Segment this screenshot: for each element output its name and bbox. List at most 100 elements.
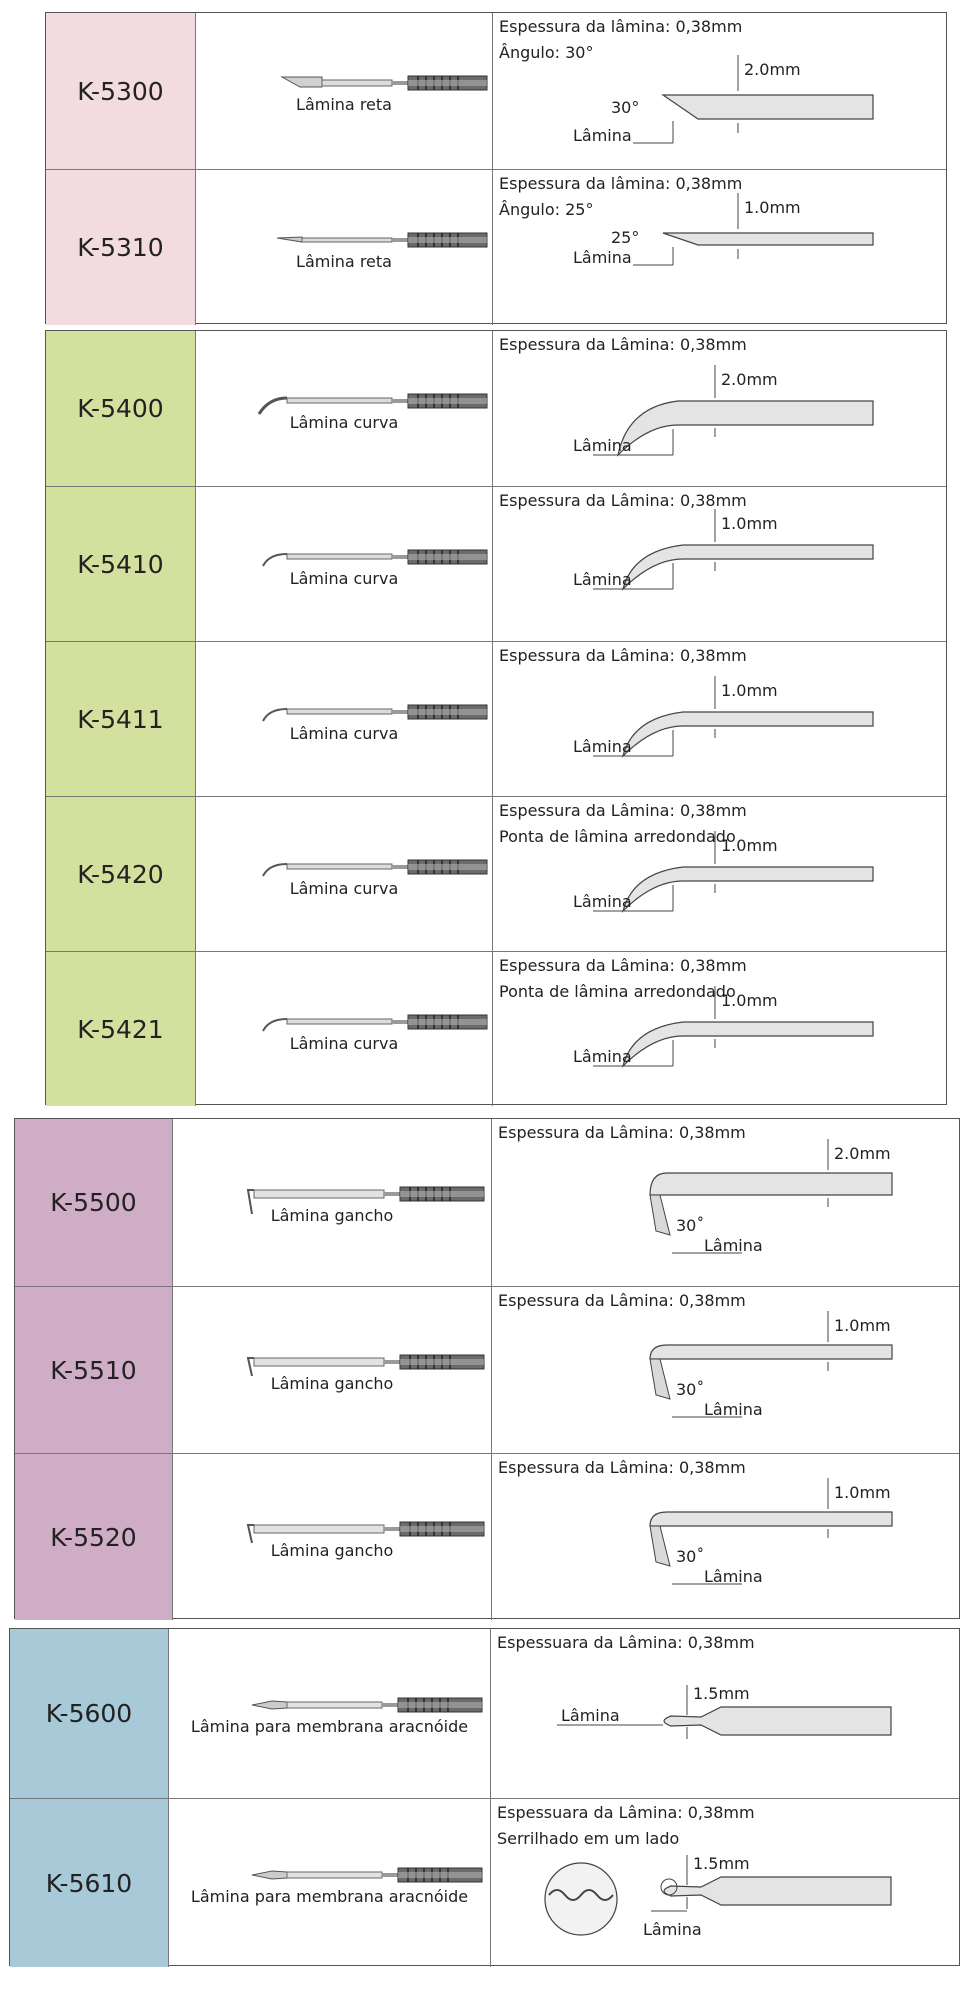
instrument-icon	[280, 76, 393, 88]
diagram-blade-label: Lâmina	[573, 1047, 632, 1066]
product-code: K-5411	[46, 642, 196, 796]
instrument-cell: Lâmina gancho	[173, 1119, 492, 1286]
diagram-dim-label: 1.0mm	[721, 681, 778, 700]
blade-type-label: Lâmina curva	[289, 413, 399, 432]
blade-thickness-text: Espessura da Lâmina: 0,38mm	[498, 1291, 746, 1310]
instrument-cell: Lâmina para membrana aracnóide	[169, 1629, 491, 1798]
handle-icon	[392, 1014, 488, 1030]
handle-icon	[392, 232, 488, 248]
instrument-illustration	[251, 1697, 483, 1713]
handle-icon	[392, 859, 488, 875]
instrument-cell: Lâmina curva	[196, 642, 493, 796]
instrument-illustration	[262, 549, 488, 567]
diagram-angle-label: 30˚	[676, 1380, 704, 1399]
diagram-blade-label: Lâmina	[573, 126, 632, 145]
blade-thickness-text: Espessura da Lâmina: 0,38mm	[499, 646, 747, 665]
diagram-dim-label: 1.0mm	[834, 1483, 891, 1502]
handle-icon	[392, 393, 488, 409]
diagram-dim-label: 1.0mm	[744, 198, 801, 217]
instrument-icon	[262, 708, 393, 722]
diagram-angle-label: 25°	[611, 228, 639, 247]
instrument-icon	[262, 553, 393, 567]
instrument-cell: Lâmina reta	[196, 13, 493, 169]
instrument-illustration	[262, 704, 488, 722]
instrument-cell: Lâmina reta	[196, 170, 493, 325]
handle-icon	[392, 549, 488, 565]
product-code: K-5410	[46, 487, 196, 641]
blade-type-label: Lâmina gancho	[270, 1541, 394, 1560]
blade-note-text: Ângulo: 25°	[499, 200, 594, 219]
diagram-dim-label: 1.5mm	[693, 1854, 750, 1873]
instrument-icon	[262, 863, 393, 877]
blade-thickness-text: Espessura da Lâmina: 0,38mm	[499, 956, 747, 975]
blade-thickness-text: Espessura da Lâmina: 0,38mm	[498, 1123, 746, 1142]
blade-type-label: Lâmina gancho	[270, 1206, 394, 1225]
diagram-blade-label: Lâmina	[704, 1236, 763, 1255]
diagram-dim-label: 2.0mm	[744, 60, 801, 79]
instrument-illustration	[262, 1014, 488, 1032]
handle-icon	[392, 704, 488, 720]
blade-type-label: Lâmina para membrana aracnóide	[190, 1717, 469, 1736]
diagram-blade-label: Lâmina	[573, 892, 632, 911]
blade-type-label: Lâmina curva	[289, 879, 399, 898]
blade-thickness-text: Espessura da Lâmina: 0,38mm	[499, 491, 747, 510]
blade-type-label: Lâmina reta	[296, 252, 392, 271]
blade-thickness-text: Espessura da lâmina: 0,38mm	[499, 17, 743, 36]
blade-thickness-text: Espessuara da Lâmina: 0,38mm	[497, 1633, 755, 1652]
blade-thickness-text: Espessura da Lâmina: 0,38mm	[499, 335, 747, 354]
instrument-icon	[251, 1870, 383, 1880]
product-code: K-5610	[10, 1799, 169, 1967]
blade-note-text: Ponta de lâmina arredondado	[499, 827, 736, 846]
blade-type-label: Lâmina para membrana aracnóide	[190, 1887, 469, 1906]
diagram-blade-label: Lâmina	[704, 1567, 763, 1586]
instrument-cell: Lâmina curva	[196, 331, 493, 486]
instrument-cell: Lâmina gancho	[173, 1454, 492, 1620]
handle-icon	[382, 1867, 483, 1883]
diagram-angle-label: 30˚	[676, 1216, 704, 1235]
blade-note-text: Ângulo: 30°	[499, 43, 594, 62]
instrument-icon	[251, 1700, 383, 1710]
instrument-cell: Lâmina para membrana aracnóide	[169, 1799, 491, 1967]
blade-thickness-text: Espessura da lâmina: 0,38mm	[499, 174, 743, 193]
instrument-cell: Lâmina curva	[196, 797, 493, 951]
product-code: K-5600	[10, 1629, 169, 1798]
blade-type-label: Lâmina reta	[296, 95, 392, 114]
instrument-illustration	[246, 1186, 485, 1215]
blade-type-label: Lâmina gancho	[270, 1374, 394, 1393]
diagram-dim-label: 1.0mm	[721, 991, 778, 1010]
product-code: K-5400	[46, 331, 196, 486]
